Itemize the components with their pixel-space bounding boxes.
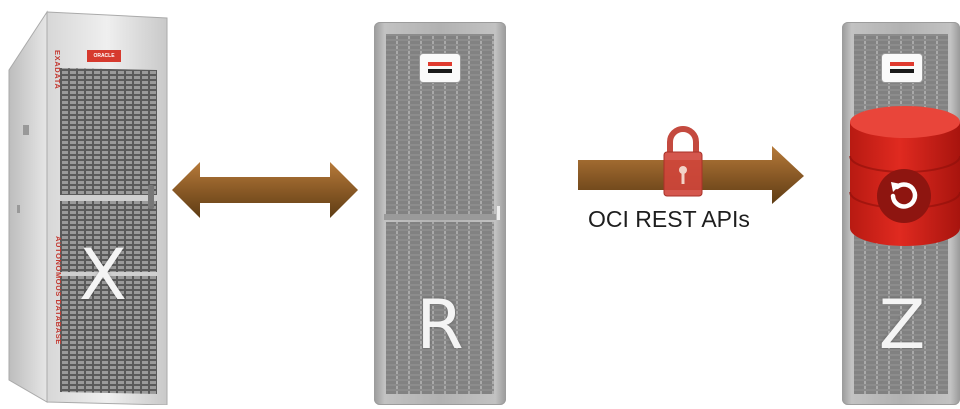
autonomous-database-label: AUTONOMOUS DATABASE [54, 236, 63, 345]
padlock-icon [663, 126, 703, 197]
restore-icon [877, 169, 931, 223]
double-arrow-icon [172, 162, 358, 218]
rack-letter-z: Z [878, 286, 926, 365]
recovery-rack: R [374, 22, 506, 405]
database-icon [849, 106, 960, 246]
connection-label: OCI REST APIs [588, 206, 750, 232]
rack-letter-r: R [416, 286, 464, 365]
rack-vent-lower [386, 222, 494, 394]
rack-vent-lower [854, 222, 948, 394]
rack-divider [384, 214, 496, 220]
rack-letter-x: X [79, 234, 127, 316]
oracle-logo-icon [420, 54, 460, 82]
exadata-rack: ORACLE EXADATA AUTONOMOUS DATABASE X [5, 10, 170, 406]
exadata-rack-body [8, 10, 168, 406]
oracle-logo-icon [882, 54, 922, 82]
rack-handle [497, 206, 500, 220]
exadata-label: EXADATA [53, 50, 62, 90]
oracle-logo-icon: ORACLE [87, 50, 121, 62]
